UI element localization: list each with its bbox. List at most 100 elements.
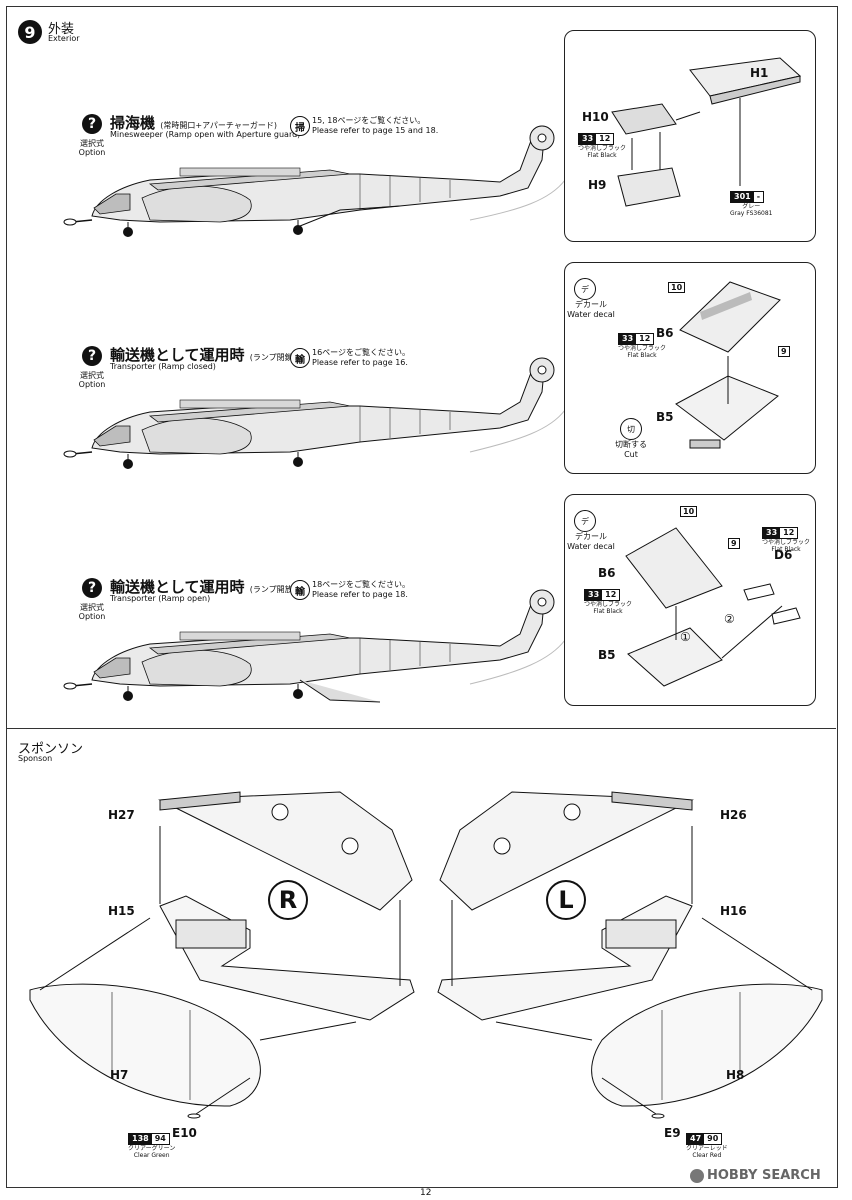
part-b5: B5	[598, 648, 616, 662]
variant-title-en: Transporter (Ramp closed)	[110, 362, 216, 371]
helicopter-drawings	[63, 125, 566, 703]
reference-ja: 18ページをご覧ください。	[312, 580, 411, 589]
paint-code-alt: 12	[605, 590, 617, 599]
section-divider	[6, 728, 836, 729]
paint-code-alt: 12	[639, 334, 651, 343]
reference-en: Please refer to page 15 and 18.	[312, 126, 439, 135]
paint-name-ja: クリアーグリーン	[128, 1145, 176, 1152]
decal-ja: デカール	[575, 532, 607, 541]
sponson-title: スポンソン	[18, 742, 84, 757]
part-h16: H16	[720, 904, 747, 918]
part-h7: H7	[110, 1068, 129, 1082]
page-frame	[6, 6, 838, 1188]
part-h10: H10	[582, 110, 609, 124]
step-number-badge: 9	[18, 20, 42, 44]
paint-code-alt: 12	[783, 528, 795, 537]
decal-number: 10	[668, 282, 686, 293]
part-b6: B6	[598, 566, 616, 580]
part-b6: B6	[656, 326, 674, 340]
part-d6: D6	[774, 548, 793, 562]
variant-title-ja: 輸送機として運用時	[110, 578, 245, 596]
option-label-en: Option	[78, 380, 106, 389]
inset-closed-drawing	[675, 281, 781, 449]
reference-text: 18ページをご覧ください。Please refer to page 18.	[312, 580, 410, 600]
page-number: 12	[420, 1188, 432, 1198]
watermark-logo-icon	[690, 1168, 704, 1183]
option-label-en: Option	[78, 612, 106, 621]
side-marker-right: R	[268, 880, 308, 920]
cut-ja: 切断する	[615, 440, 647, 449]
step-number: 9	[24, 22, 36, 42]
paint-name-en: Flat Black	[587, 152, 617, 159]
option-label-ja: 選択式	[80, 603, 104, 612]
paint-name-ja: グレー	[742, 203, 761, 210]
paint-code: 138	[129, 1134, 152, 1144]
option-question-icon: ?	[82, 346, 102, 366]
paint-code-alt: -	[756, 192, 761, 201]
cut-icon: 切	[620, 418, 642, 440]
paint-name-en: Gray FS36081	[730, 210, 773, 217]
reference-ja: 15, 18ページをご覧ください。	[312, 116, 426, 125]
option-question-icon: ?	[82, 578, 102, 598]
part-e9: E9	[664, 1126, 681, 1140]
variant-title: 輸送機として運用時 (ランプ閉鎖)	[110, 344, 296, 365]
part-h1: H1	[750, 66, 769, 80]
option-label-ja: 選択式	[80, 139, 104, 148]
paint-name-ja: クリアーレッド	[686, 1145, 728, 1152]
decal-en: Water decal	[567, 310, 615, 319]
decal-number: 9	[778, 346, 790, 357]
paint-code: 47	[687, 1134, 705, 1144]
side-marker-left: L	[546, 880, 586, 920]
paint-code: 301	[731, 192, 754, 202]
reference-badge: 輸	[290, 348, 310, 368]
paint-code: 33	[763, 528, 781, 538]
cut-en: Cut	[624, 450, 638, 459]
variant-note: (ランプ開放)	[249, 585, 296, 594]
paint-code-alt: 12	[599, 134, 611, 143]
part-h26: H26	[720, 808, 747, 822]
paint-name-en: Clear Green	[133, 1152, 170, 1159]
part-h27: H27	[108, 808, 135, 822]
part-e10: E10	[172, 1126, 197, 1140]
variant-title-en: Minesweeper (Ramp open with Aperture gua…	[110, 130, 301, 139]
part-h15: H15	[108, 904, 135, 918]
decal-en: Water decal	[567, 542, 615, 551]
variant-title-en: Transporter (Ramp open)	[110, 594, 211, 603]
decal-number: 9	[728, 538, 740, 549]
paint-name-en: Flat Black	[771, 546, 801, 553]
paint-name-ja: つや消しブラック	[762, 539, 811, 546]
inset-open-drawing	[625, 527, 801, 687]
assembly-step-1: ①	[680, 630, 691, 644]
reference-ja: 16ページをご覧ください。	[312, 348, 411, 357]
paint-code-alt: 94	[154, 1134, 166, 1143]
decal-icon: デ	[574, 278, 596, 300]
paint-name-ja: つや消しブラック	[618, 345, 667, 352]
variant-note: (常時開口+アパーチャーガード)	[160, 121, 277, 130]
paint-name-en: Flat Black	[593, 608, 623, 615]
part-b5: B5	[656, 410, 674, 424]
decal-number: 10	[680, 506, 698, 517]
option-label-ja: 選択式	[80, 371, 104, 380]
paint-name-en: Clear Red	[692, 1152, 722, 1159]
reference-en: Please refer to page 16.	[312, 358, 408, 367]
inset-minesweeper-drawing	[611, 57, 802, 207]
paint-name-en: Flat Black	[627, 352, 657, 359]
reference-badge: 輸	[290, 580, 310, 600]
decal-ja: デカール	[575, 300, 607, 309]
option-label-en: Option	[78, 148, 106, 157]
variant-title-ja: 輸送機として運用時	[110, 346, 245, 364]
paint-gray: 301- グレー Gray FS36081	[730, 184, 773, 217]
paint-name-ja: つや消しブラック	[584, 601, 633, 608]
step-subtitle: Exterior	[48, 34, 80, 43]
step-title: 外装	[48, 22, 75, 37]
decal-icon: デ	[574, 510, 596, 532]
variant-title: 輸送機として運用時 (ランプ開放)	[110, 576, 296, 597]
